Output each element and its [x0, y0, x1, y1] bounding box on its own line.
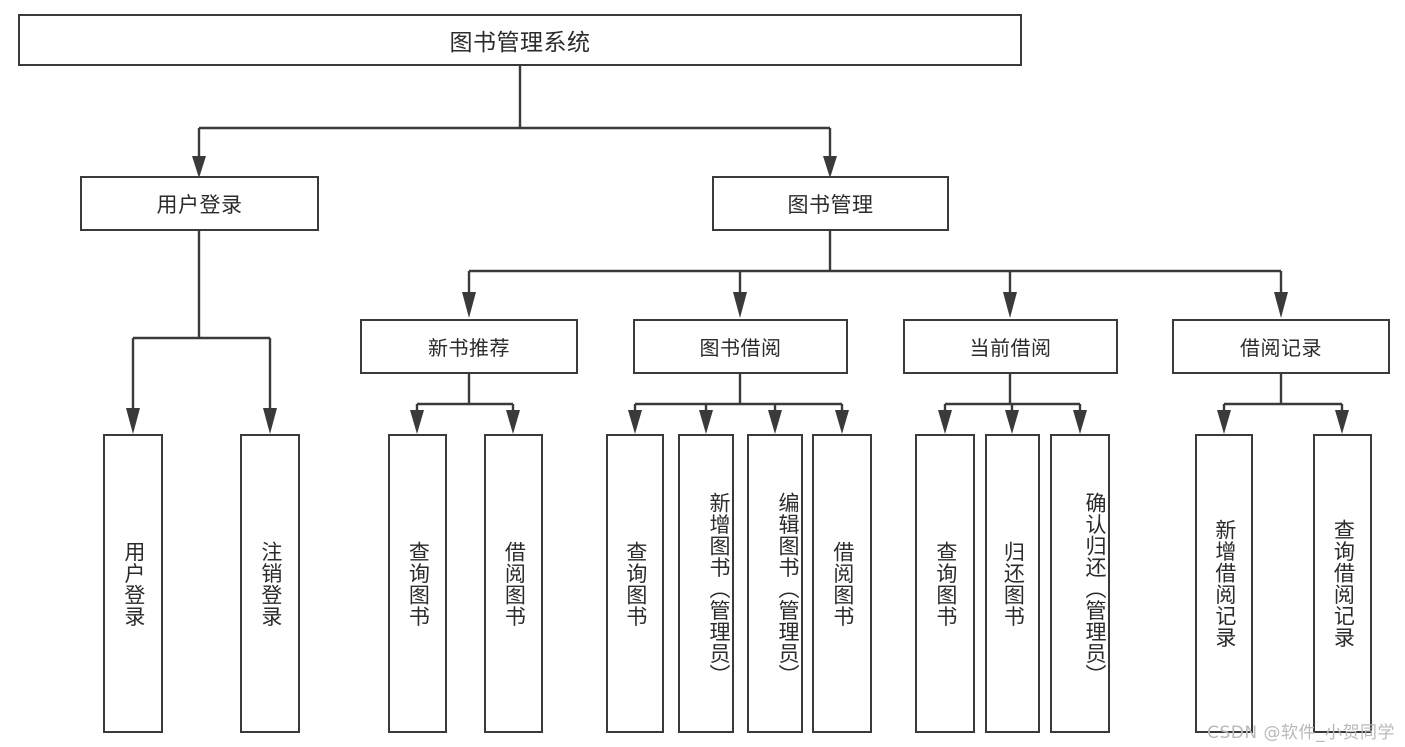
- leaf-user-login-login[interactable]: 用户登录: [103, 434, 163, 733]
- leaf-record-add-record[interactable]: 新增借阅记录: [1195, 434, 1253, 733]
- node-book-management[interactable]: 图书管理: [712, 176, 949, 231]
- node-book-borrow[interactable]: 图书借阅: [633, 319, 848, 374]
- leaf-current-query-book[interactable]: 查询图书: [915, 434, 975, 733]
- csdn-watermark: CSDN @软件_小贺同学: [1207, 723, 1395, 743]
- leaf-borrow-query-book[interactable]: 查询图书: [606, 434, 664, 733]
- node-new-book-recommend[interactable]: 新书推荐: [360, 319, 578, 374]
- leaf-new-book-borrow[interactable]: 借阅图书: [484, 434, 543, 733]
- node-user-login[interactable]: 用户登录: [80, 176, 319, 231]
- leaf-record-query-record[interactable]: 查询借阅记录: [1313, 434, 1372, 733]
- leaf-user-login-logout[interactable]: 注销登录: [240, 434, 300, 733]
- leaf-current-confirm-return-admin[interactable]: 确认归还（管理员）: [1050, 434, 1110, 733]
- node-borrow-record[interactable]: 借阅记录: [1172, 319, 1390, 374]
- leaf-borrow-add-book-admin[interactable]: 新增图书（管理员）: [678, 434, 734, 733]
- leaf-new-book-query[interactable]: 查询图书: [388, 434, 447, 733]
- leaf-borrow-edit-book-admin[interactable]: 编辑图书（管理员）: [747, 434, 803, 733]
- node-root-system[interactable]: 图书管理系统: [18, 14, 1022, 66]
- leaf-borrow-borrow-book[interactable]: 借阅图书: [812, 434, 872, 733]
- leaf-current-return-book[interactable]: 归还图书: [985, 434, 1040, 733]
- node-current-borrow[interactable]: 当前借阅: [903, 319, 1118, 374]
